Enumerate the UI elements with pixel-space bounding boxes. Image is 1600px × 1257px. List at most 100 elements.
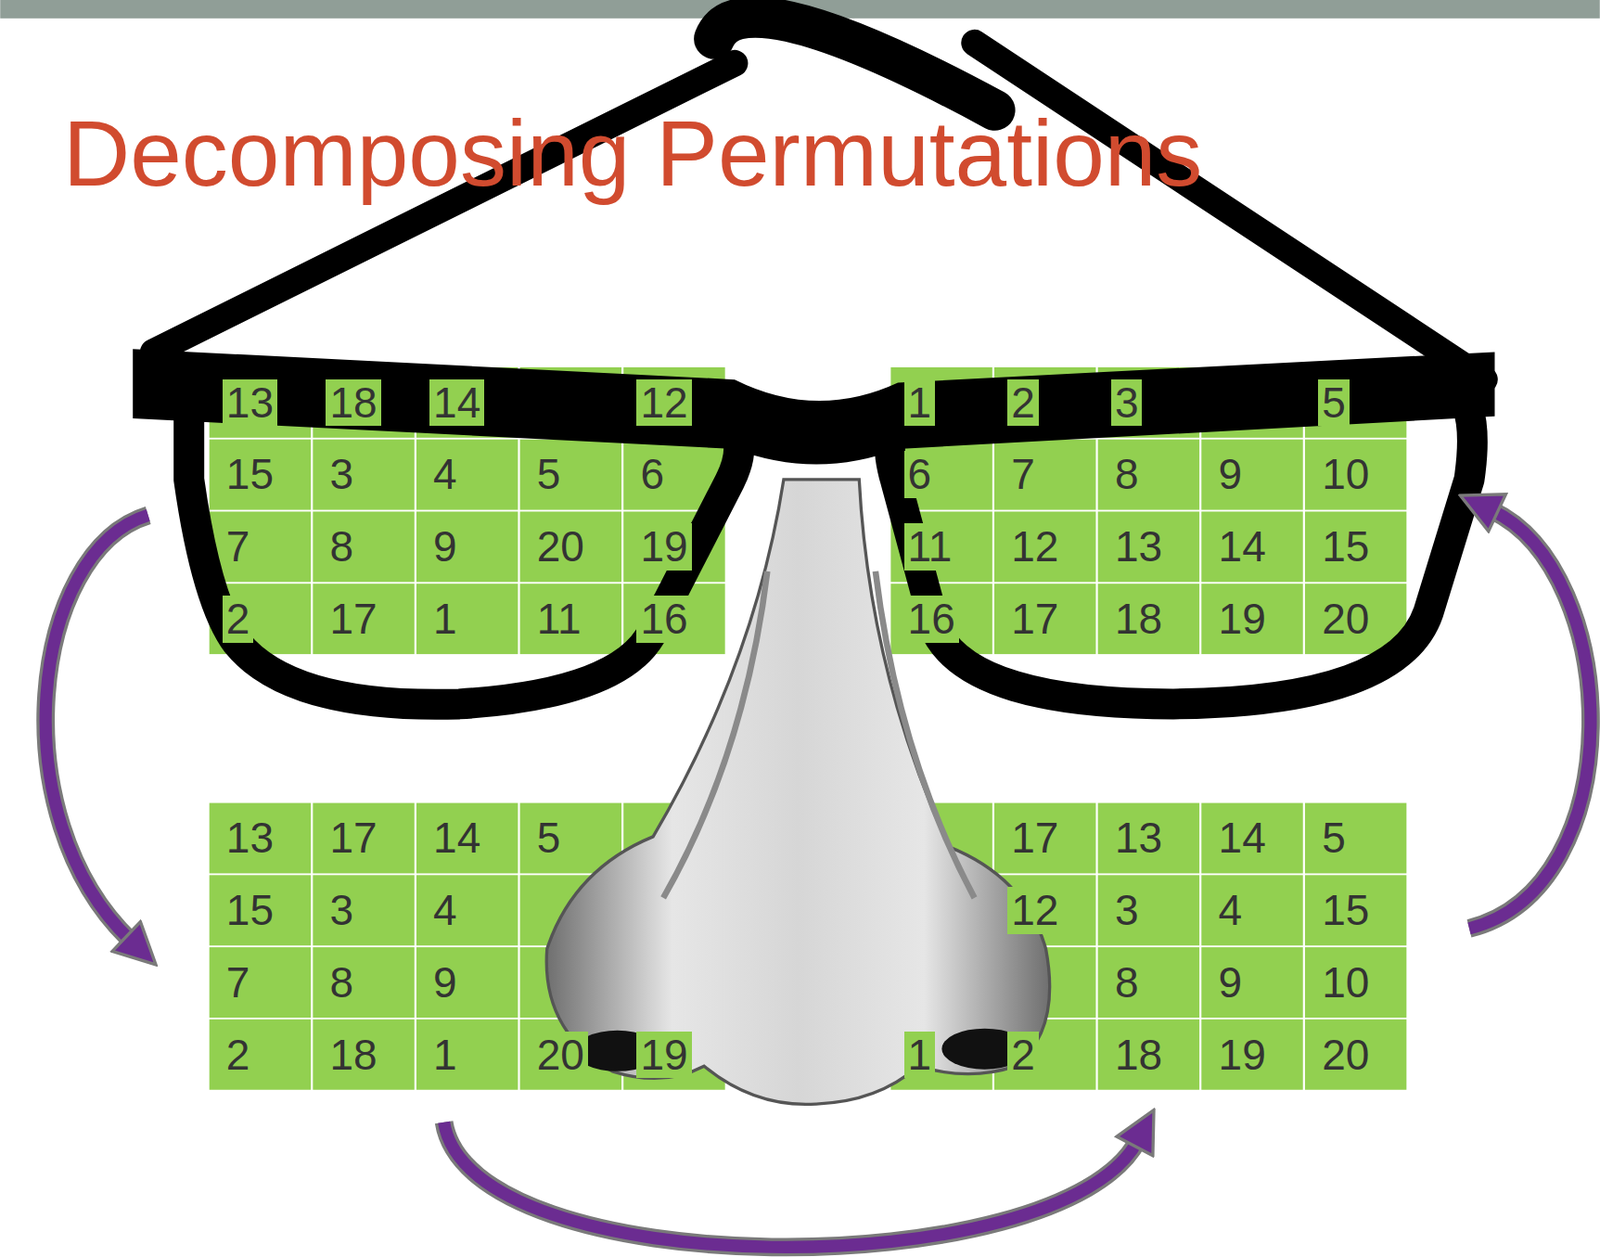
grid-cell — [209, 803, 311, 874]
grid-cell — [416, 874, 518, 946]
nose — [546, 479, 1050, 1104]
grid-cell — [994, 803, 1096, 874]
grid-cell — [1305, 1019, 1407, 1090]
table-cell: 4 — [429, 450, 461, 499]
table-cell: 2 — [1007, 379, 1039, 427]
nose-shape — [546, 479, 1050, 1104]
grid-cell — [1201, 803, 1303, 874]
grid-cell — [994, 511, 1096, 582]
glasses-right-temple — [974, 42, 1485, 380]
table-cell: 13 — [1111, 814, 1166, 862]
arrow-outline — [1469, 510, 1591, 929]
table-cell: 18 — [1111, 1031, 1166, 1079]
arrow-outline — [45, 514, 148, 941]
table-cell: 5 — [533, 450, 565, 499]
table-cell: 20 — [1318, 595, 1373, 643]
table-cell: 6 — [904, 450, 936, 499]
grid-cell — [994, 583, 1096, 654]
grid-cell — [1098, 874, 1200, 946]
curved-arrow — [444, 1122, 1139, 1248]
table-cell: 10 — [1318, 450, 1373, 499]
grid-cell — [209, 947, 311, 1018]
table-cell: 14 — [429, 814, 485, 862]
table-cell: 15 — [222, 450, 278, 499]
table-cell: 13 — [1111, 523, 1166, 571]
table-cell: 8 — [325, 959, 358, 1007]
table-cell: 3 — [325, 886, 358, 935]
table-cell: 9 — [1215, 959, 1247, 1007]
grid-cell — [1201, 439, 1303, 511]
table-cell: 15 — [1318, 523, 1373, 571]
table-cell: 16 — [904, 595, 960, 643]
table-cell: 19 — [1215, 595, 1270, 643]
table-cell: 5 — [1318, 379, 1350, 427]
slide-title: Decomposing Permutations — [63, 100, 1203, 207]
grid-cell — [1305, 803, 1407, 874]
grid-cell — [1098, 583, 1200, 654]
grid-cell — [520, 439, 622, 511]
grid-cell — [1201, 1019, 1303, 1090]
table-cell: 10 — [1318, 959, 1373, 1007]
grid-cell — [1201, 583, 1303, 654]
table-cell: 11 — [904, 523, 957, 571]
table-cell: 13 — [222, 379, 278, 427]
grid-cell — [312, 511, 414, 582]
grid-cell — [209, 439, 311, 511]
table-cell: 17 — [325, 595, 381, 643]
table-cell: 8 — [1111, 959, 1143, 1007]
table-cell: 8 — [325, 523, 358, 571]
table-cell: 3 — [1111, 379, 1143, 427]
grid-cell — [520, 511, 622, 582]
grid-cell — [1201, 511, 1303, 582]
grid-cell — [994, 439, 1096, 511]
grid-cell — [416, 803, 518, 874]
grid-cell — [209, 874, 311, 946]
table-cell: 18 — [1111, 595, 1166, 643]
table-cell: 2 — [222, 595, 255, 643]
grid-cell — [1098, 511, 1200, 582]
table-cell: 8 — [1111, 450, 1143, 499]
table-cell: 14 — [1215, 814, 1270, 862]
table-cell: 3 — [325, 450, 358, 499]
table-cell: 3 — [1111, 886, 1143, 935]
table-cell: 5 — [1318, 814, 1350, 862]
table-cell: 5 — [533, 814, 565, 862]
curved-arrow — [45, 514, 148, 941]
cycle-arrows — [45, 510, 1591, 1247]
grid-cell — [1098, 803, 1200, 874]
grid-cell — [1305, 439, 1407, 511]
table-cell: 19 — [636, 1031, 692, 1079]
grid-cell — [209, 1019, 311, 1090]
nose-ridge — [875, 571, 975, 898]
grid-cell — [1305, 947, 1407, 1018]
table-cell: 18 — [325, 1031, 381, 1079]
grid-cell — [1305, 874, 1407, 946]
grid-cell — [416, 583, 518, 654]
table-cell: 9 — [1215, 450, 1247, 499]
grid-cell — [312, 803, 414, 874]
table-cell: 7 — [222, 959, 255, 1007]
grid-cell — [1201, 874, 1303, 946]
glasses-earpiece — [714, 17, 995, 111]
table-cell: 20 — [533, 523, 589, 571]
grid-cell — [416, 947, 518, 1018]
grid-cell — [1098, 1019, 1200, 1090]
grid-cell — [312, 874, 414, 946]
glasses-brow — [132, 348, 1495, 464]
table-cell: 18 — [325, 379, 381, 427]
table-cell: 1 — [904, 379, 936, 427]
table-cell: 12 — [1007, 523, 1063, 571]
grid-cell — [416, 511, 518, 582]
table-cell: 4 — [429, 886, 461, 935]
table-cell: 9 — [429, 959, 461, 1007]
table-cell: 1 — [429, 1031, 461, 1079]
grid-cell — [416, 439, 518, 511]
table-cell: 17 — [1007, 814, 1063, 862]
table-cell: 2 — [1007, 1031, 1039, 1079]
table-cell: 19 — [636, 523, 692, 571]
table-cell: 11 — [533, 595, 586, 643]
table-cell: 20 — [533, 1031, 589, 1079]
table-cell: 9 — [429, 523, 461, 571]
grid-cell — [312, 583, 414, 654]
table-cell: 1 — [904, 1031, 936, 1079]
